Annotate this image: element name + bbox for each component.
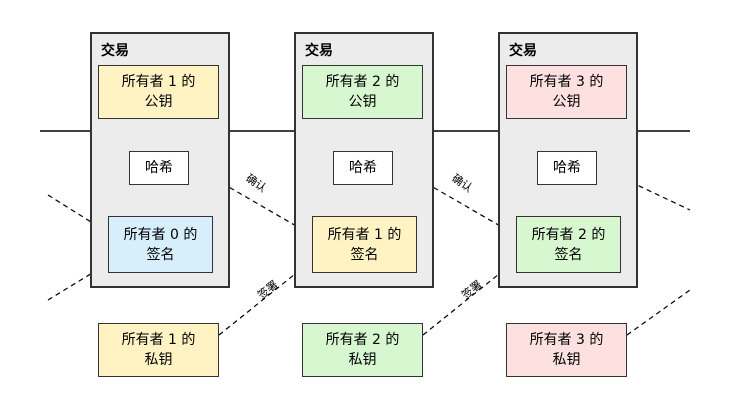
sign-line-2 — [422, 261, 515, 336]
hash-box-3: 哈希 — [537, 151, 597, 185]
transaction-title: 交易 — [101, 43, 129, 59]
owner-1-private-key: 所有者 1 的 私钥 — [98, 323, 219, 377]
owner-3-private-key: 所有者 3 的 私钥 — [506, 323, 627, 377]
owner-2-signature: 所有者 2 的 签名 — [516, 216, 621, 273]
owner-2-public-key: 所有者 2 的 公钥 — [302, 65, 423, 119]
sign-line-3 — [626, 289, 691, 336]
sign-line-1 — [218, 261, 311, 336]
hash-box-1: 哈希 — [129, 151, 189, 185]
owner-1-public-key: 所有者 1 的 公钥 — [98, 65, 219, 119]
transaction-title: 交易 — [305, 43, 333, 59]
owner-2-private-key: 所有者 2 的 私钥 — [302, 323, 423, 377]
owner-3-public-key: 所有者 3 的 公钥 — [506, 65, 627, 119]
owner-0-signature: 所有者 0 的 签名 — [108, 216, 213, 273]
transaction-title: 交易 — [509, 43, 537, 59]
hash-box-2: 哈希 — [333, 151, 393, 185]
owner-1-signature: 所有者 1 的 签名 — [312, 216, 417, 273]
